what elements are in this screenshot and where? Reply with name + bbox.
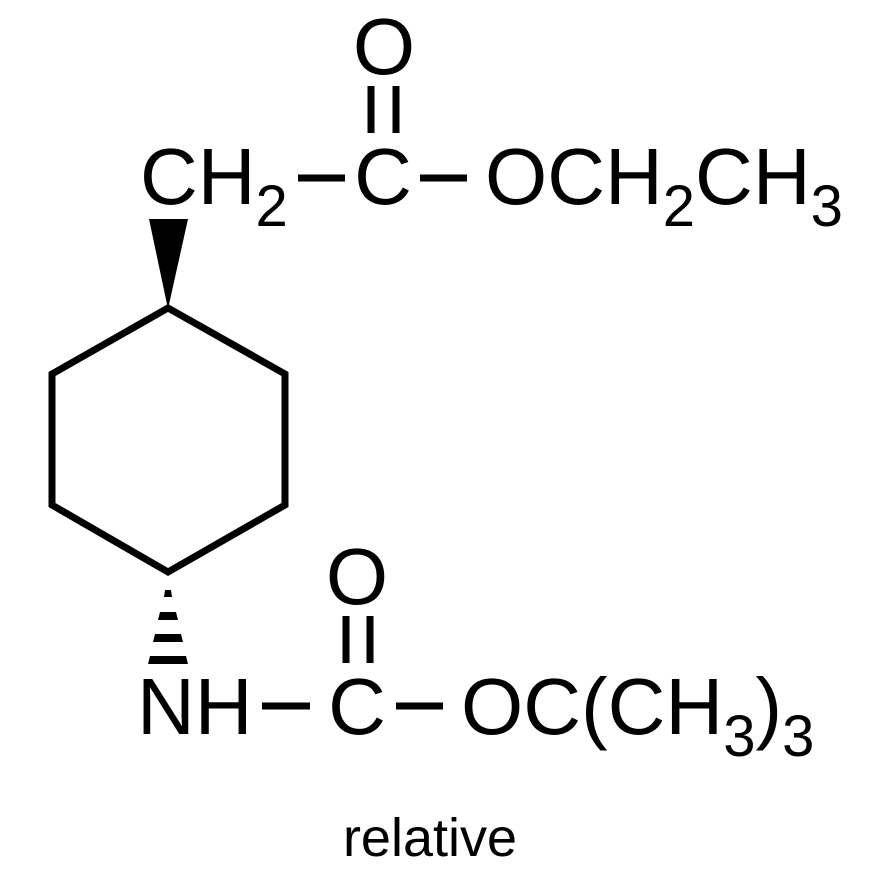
hashed-bond: [148, 590, 188, 664]
top-ester-group: O CH2 C OCH2CH3: [140, 2, 843, 239]
ethoxy-label: OCH2CH3: [485, 132, 843, 239]
stereo-caption: relative: [343, 808, 517, 868]
nh-label: NH: [137, 662, 253, 751]
bottom-carbamate-group: O NH C OC(CH3)3: [137, 532, 814, 769]
cyclohexane-ring: [48, 303, 289, 577]
bottom-carbonyl-oxygen: O: [326, 532, 388, 621]
wedge-bond: [149, 219, 188, 309]
ch2-label: CH2: [140, 132, 288, 239]
bottom-carbonyl-carbon: C: [328, 662, 386, 751]
tert-butoxy-label: OC(CH3)3: [461, 662, 814, 769]
top-carbonyl-carbon: C: [354, 132, 412, 221]
top-carbonyl-oxygen: O: [353, 2, 415, 91]
